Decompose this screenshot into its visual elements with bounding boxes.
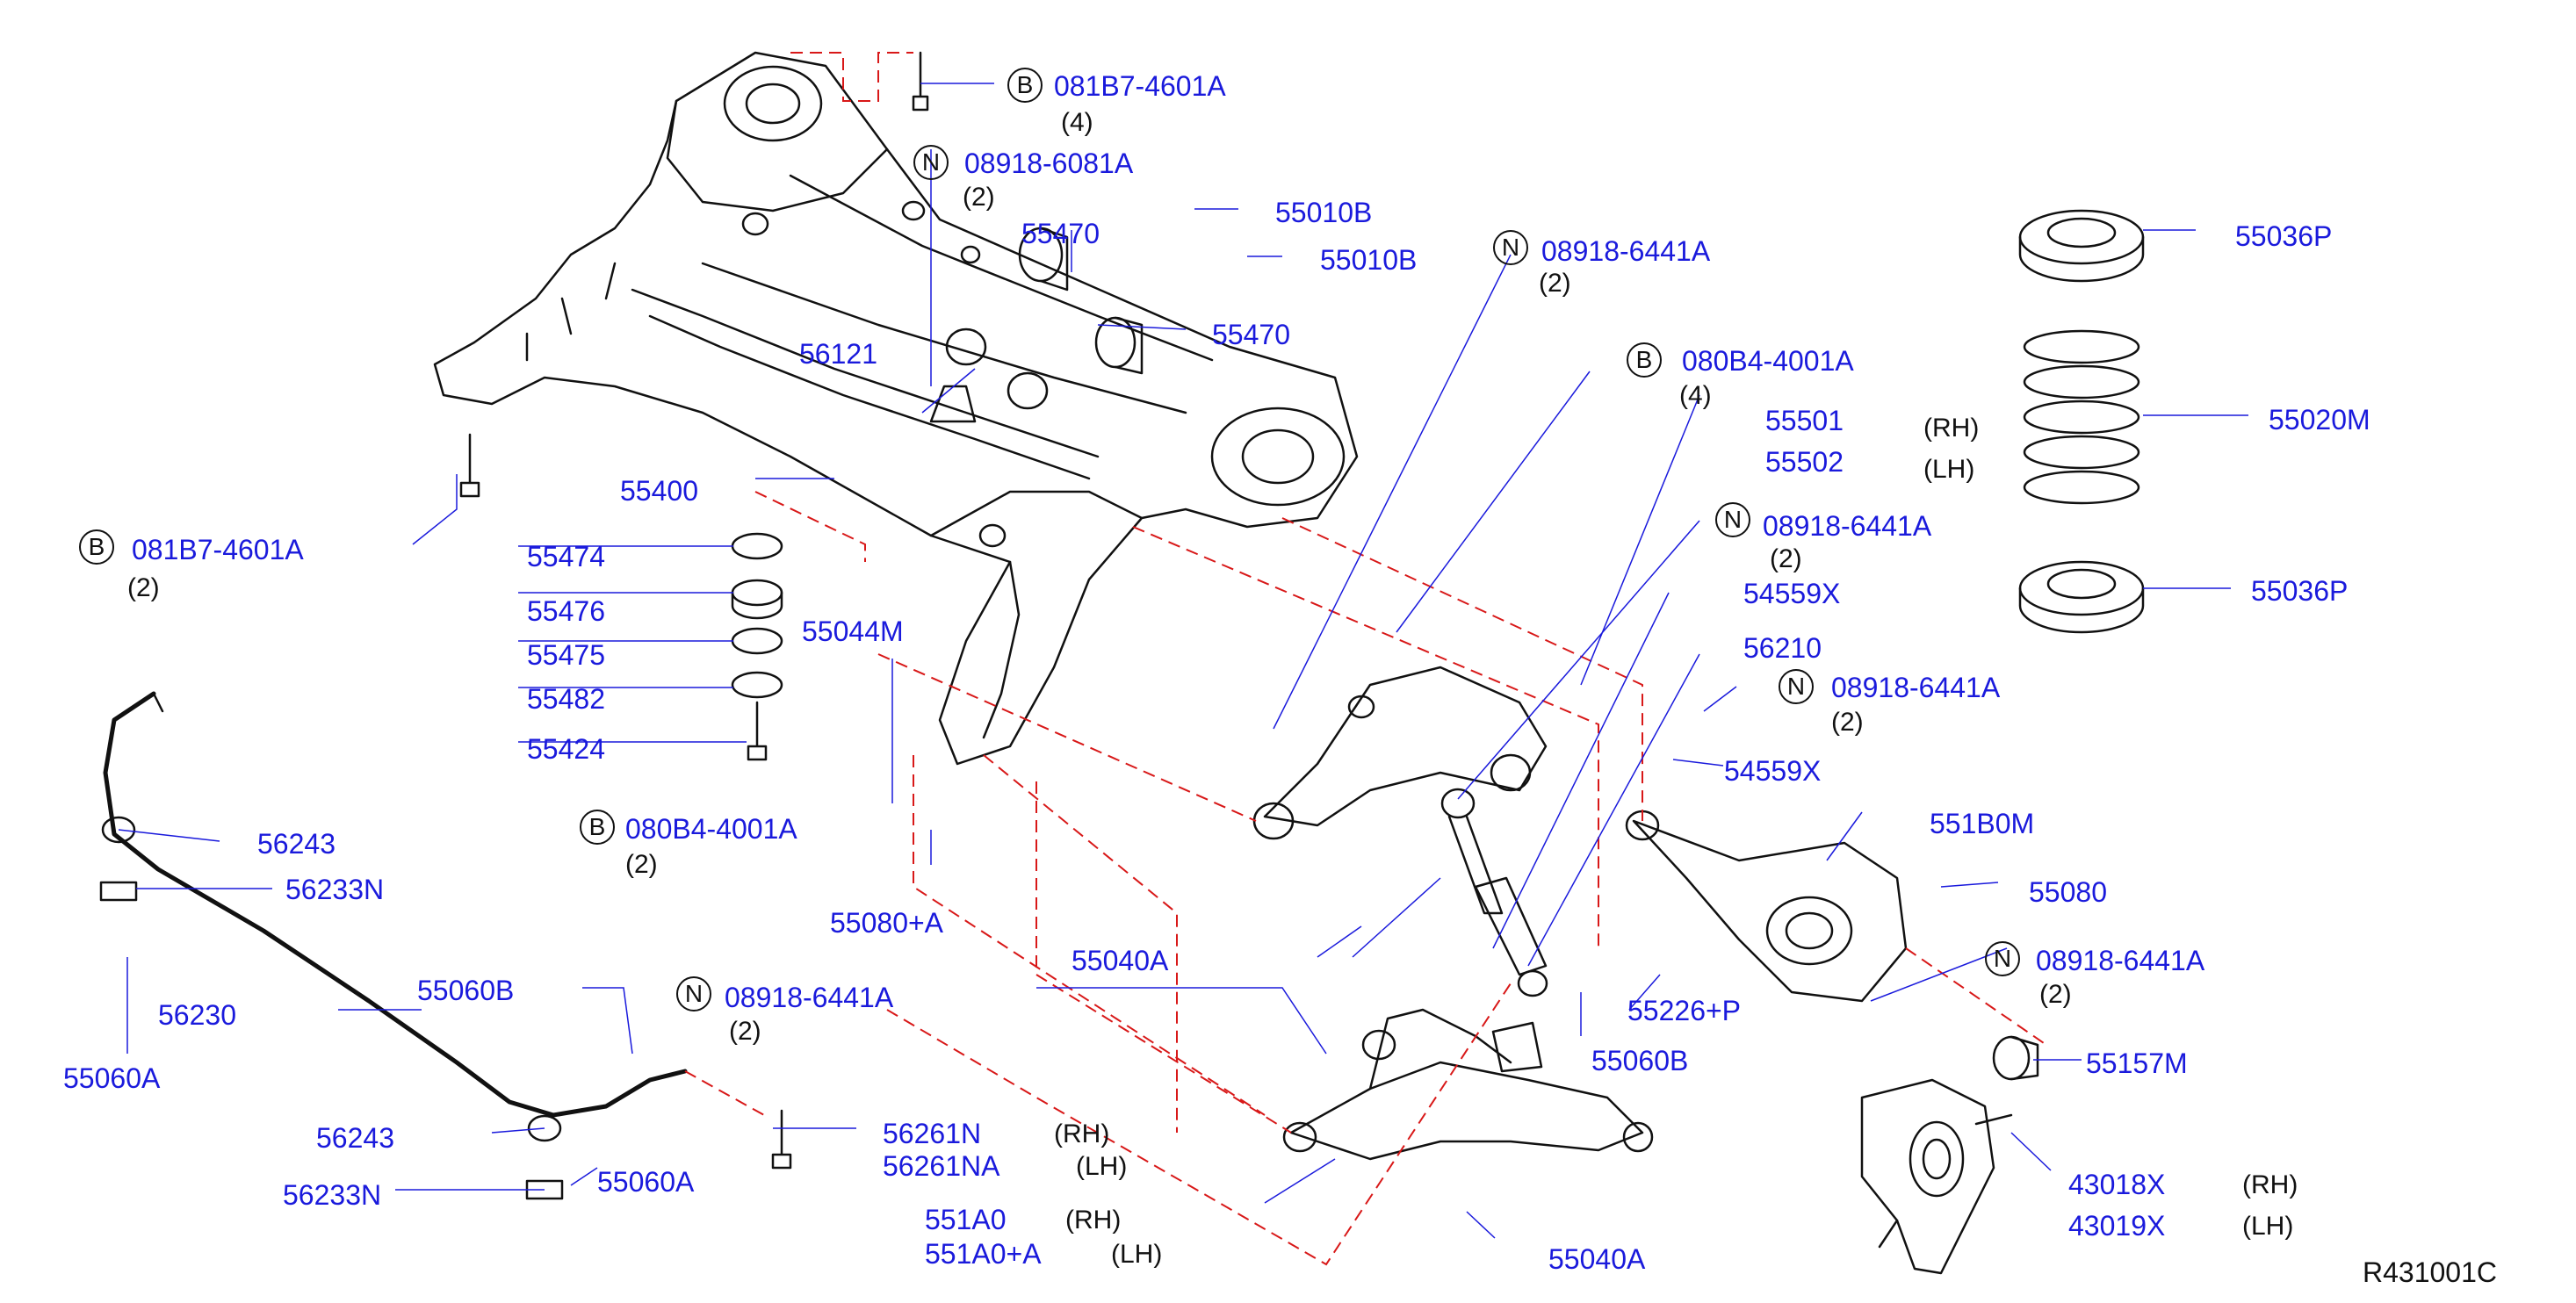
part-number-55470[interactable]: 55470 [1021, 218, 1100, 249]
quantity: (2) [1831, 708, 1864, 737]
prefix-b-badge: B [580, 810, 615, 845]
part-number-081B7-4601A[interactable]: 081B7-4601A [1054, 70, 1226, 102]
part-number-55060A[interactable]: 55060A [63, 1062, 161, 1094]
part-number-55036P[interactable]: 55036P [2235, 220, 2333, 252]
stabilizer-bar-drawing [99, 691, 792, 1200]
leader-lines [118, 83, 2248, 1239]
part-number-55474[interactable]: 55474 [527, 541, 605, 572]
part-number-55482[interactable]: 55482 [527, 683, 605, 715]
part-number-56261NA[interactable]: 56261NA [883, 1150, 1000, 1182]
subframe-drawing [433, 51, 1359, 766]
part-number-08918-6441A[interactable]: 08918-6441A [725, 982, 894, 1013]
knuckle-drawing [1860, 1035, 2039, 1275]
part-number-55470[interactable]: 55470 [1212, 319, 1290, 350]
part-number-080B4-4001A[interactable]: 080B4-4001A [625, 813, 797, 845]
quantity: (2) [625, 850, 658, 879]
upper-arm-drawing [1252, 666, 1548, 840]
part-number-56243[interactable]: 56243 [316, 1122, 394, 1154]
part-number-55400[interactable]: 55400 [620, 475, 698, 507]
part-number-55040A[interactable]: 55040A [1548, 1243, 1646, 1275]
part-number-55060B[interactable]: 55060B [1591, 1045, 1689, 1076]
coil-spring-drawing [2018, 209, 2145, 634]
part-number-55060B[interactable]: 55060B [417, 975, 515, 1006]
part-number-56233N[interactable]: 56233N [285, 874, 385, 905]
part-number-55424[interactable]: 55424 [527, 733, 605, 765]
part-number-56230[interactable]: 56230 [158, 999, 236, 1031]
part-number-551A0+A[interactable]: 551A0+A [925, 1238, 1042, 1270]
part-number-54559X[interactable]: 54559X [1724, 755, 1822, 787]
quantity: (2) [127, 573, 160, 602]
quantity: (2) [963, 183, 995, 212]
part-number-55080+A[interactable]: 55080+A [830, 907, 944, 939]
side-rh: (RH) [1054, 1119, 1110, 1148]
part-number-08918-6081A[interactable]: 08918-6081A [964, 148, 1134, 179]
alignment-lines [684, 52, 2047, 1266]
prefix-n-badge: N [1715, 502, 1750, 537]
part-number-55040A[interactable]: 55040A [1072, 945, 1169, 976]
part-number-08918-6441A[interactable]: 08918-6441A [1541, 235, 1711, 267]
part-number-55226+P[interactable]: 55226+P [1627, 995, 1742, 1026]
prefix-n-badge: N [1985, 941, 2020, 976]
part-number-43019X[interactable]: 43019X [2068, 1210, 2166, 1242]
prefix-n-badge: N [913, 145, 949, 180]
side-rh: (RH) [1923, 414, 1980, 443]
prefix-n-badge: N [676, 976, 711, 1011]
mount-stack-drawing [731, 532, 783, 761]
part-number-56243[interactable]: 56243 [257, 828, 336, 860]
part-number-080B4-4001A[interactable]: 080B4-4001A [1682, 345, 1854, 377]
part-number-56261N[interactable]: 56261N [883, 1118, 982, 1149]
part-number-56210[interactable]: 56210 [1743, 632, 1822, 664]
quantity: (2) [1770, 544, 1802, 573]
prefix-b-badge: B [1627, 342, 1662, 378]
side-lh: (LH) [1111, 1240, 1163, 1269]
quantity: (4) [1061, 108, 1093, 137]
lower-arm-drawing [1282, 1008, 1654, 1161]
part-number-55501[interactable]: 55501 [1765, 405, 1844, 436]
quantity: (2) [2039, 980, 2072, 1009]
side-rh: (RH) [1065, 1206, 1122, 1235]
part-number-55475[interactable]: 55475 [527, 639, 605, 671]
quantity: (2) [729, 1017, 761, 1046]
part-number-54559X[interactable]: 54559X [1743, 578, 1841, 609]
side-rh: (RH) [2242, 1170, 2298, 1199]
part-number-551B0M[interactable]: 551B0M [1930, 808, 2035, 839]
part-number-55036P[interactable]: 55036P [2251, 575, 2349, 607]
part-number-55060A[interactable]: 55060A [597, 1166, 695, 1198]
part-number-55476[interactable]: 55476 [527, 595, 605, 627]
shock-absorber-drawing [1440, 788, 1548, 997]
part-number-43018X[interactable]: 43018X [2068, 1169, 2166, 1200]
bushing-drawings [459, 51, 1144, 498]
quantity: (2) [1539, 269, 1571, 298]
part-number-55502[interactable]: 55502 [1765, 446, 1844, 478]
part-number-08918-6441A[interactable]: 08918-6441A [1763, 510, 1932, 542]
part-number-081B7-4601A[interactable]: 081B7-4601A [132, 534, 304, 565]
lower-rear-arm-drawing [1625, 810, 1908, 1003]
part-number-55010B[interactable]: 55010B [1320, 244, 1418, 276]
part-number-55157M[interactable]: 55157M [2086, 1047, 2188, 1079]
prefix-b-badge: B [79, 529, 114, 565]
part-number-55010B[interactable]: 55010B [1275, 197, 1373, 228]
part-number-55044M[interactable]: 55044M [802, 616, 904, 647]
part-number-56233N[interactable]: 56233N [283, 1179, 382, 1211]
side-lh: (LH) [1076, 1152, 1128, 1181]
prefix-b-badge: B [1007, 68, 1043, 103]
diagram-reference-code: R431001C [2363, 1256, 2497, 1288]
part-number-56121[interactable]: 56121 [799, 338, 877, 370]
quantity: (4) [1679, 381, 1712, 410]
prefix-n-badge: N [1493, 230, 1528, 265]
part-number-08918-6441A[interactable]: 08918-6441A [1831, 672, 2001, 703]
side-lh: (LH) [1923, 455, 1975, 484]
part-number-551A0[interactable]: 551A0 [925, 1204, 1007, 1235]
part-number-08918-6441A[interactable]: 08918-6441A [2036, 945, 2205, 976]
prefix-n-badge: N [1779, 669, 1814, 704]
side-lh: (LH) [2242, 1212, 2294, 1241]
part-number-55080[interactable]: 55080 [2029, 876, 2107, 908]
part-number-55020M[interactable]: 55020M [2269, 404, 2370, 436]
